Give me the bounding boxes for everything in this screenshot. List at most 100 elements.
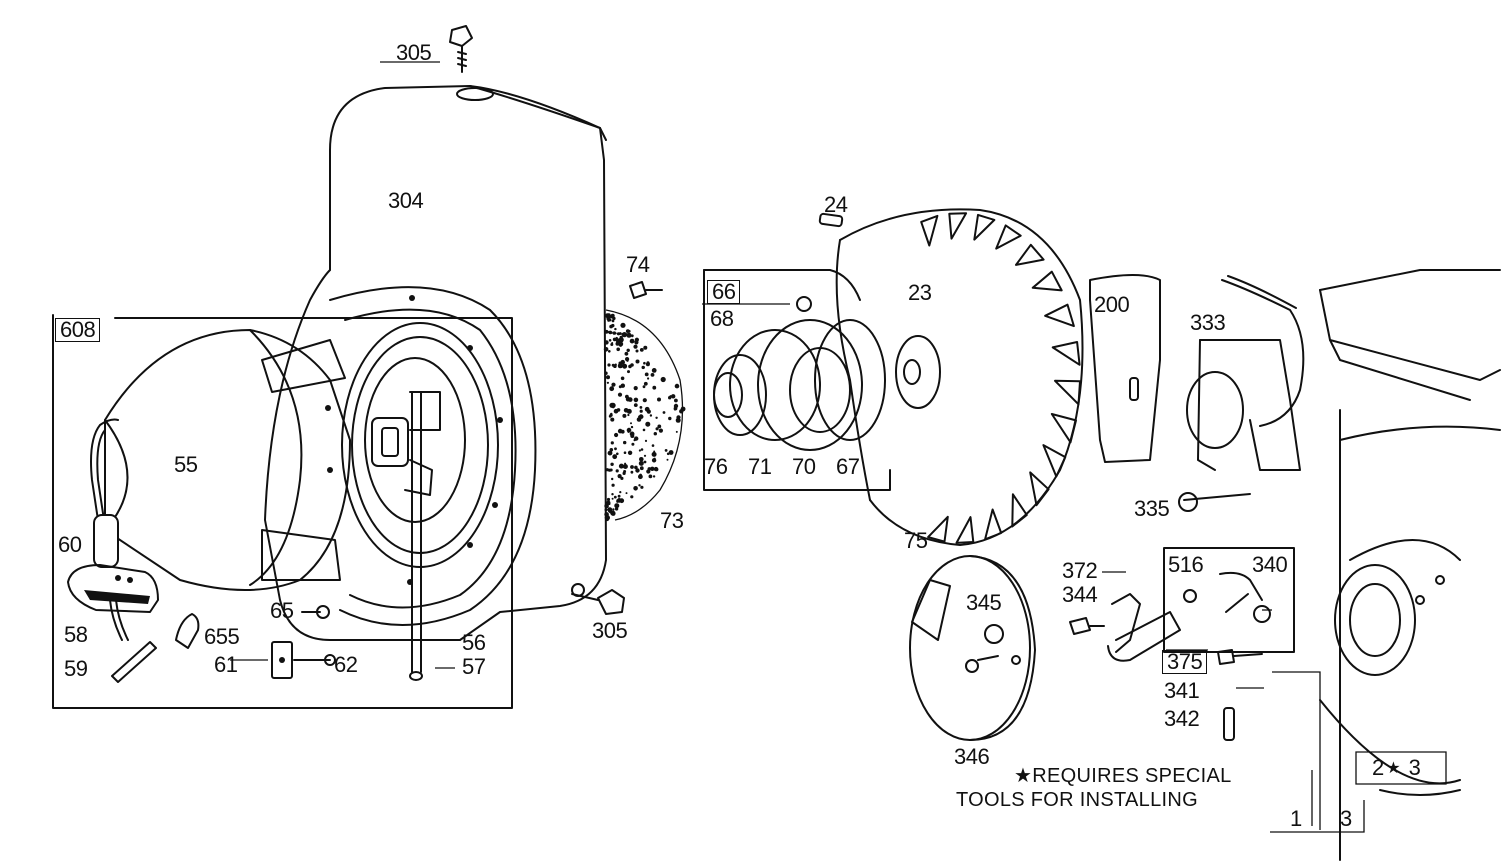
screen-mesh-dot <box>618 333 621 335</box>
screen-mesh-dot <box>652 385 657 390</box>
label-58: 58 <box>64 622 88 647</box>
screen-mesh-dot <box>633 486 638 491</box>
screen-mesh-dot <box>623 440 627 445</box>
screen-mesh-dot <box>673 403 679 409</box>
screen-mesh-dot <box>666 452 670 456</box>
screen-mesh-dot <box>610 441 614 445</box>
screen-mesh-dot <box>626 348 630 352</box>
label-61: 61 <box>214 652 238 677</box>
screen-mesh-dot <box>622 363 628 369</box>
screen-mesh-dot <box>613 495 617 499</box>
pulley-box-66 <box>703 269 891 491</box>
screen-mesh-dot <box>614 337 619 342</box>
screen-mesh-dot <box>611 483 615 487</box>
label-55: 55 <box>174 452 198 477</box>
screen-mesh-dot <box>639 466 644 471</box>
screen-mesh-dot <box>607 314 612 319</box>
screen-mesh-dot <box>605 468 610 472</box>
screen-mesh-dot <box>644 372 649 377</box>
flywheel-fin <box>948 212 968 240</box>
brake-disc-345 <box>909 555 1036 741</box>
label-304: 304 <box>388 188 424 213</box>
screen-mesh-dot <box>662 411 666 414</box>
star-symbol: ★ <box>1386 760 1401 777</box>
screen-mesh-dot <box>628 364 632 369</box>
screen-mesh-dot <box>617 392 623 397</box>
screen-mesh-dot <box>625 492 628 495</box>
label-372: 372 <box>1062 558 1098 583</box>
screen-mesh-dot <box>645 421 651 427</box>
screen-mesh-dot <box>612 317 615 320</box>
label-335: 335 <box>1134 496 1170 521</box>
screen-mesh-dot <box>657 397 661 402</box>
screen-mesh-dot <box>643 345 648 350</box>
armature-333 <box>1178 275 1305 512</box>
screen-mesh-dot <box>618 463 624 469</box>
screen-mesh-dot <box>627 329 631 333</box>
screen-mesh-dot <box>608 350 611 353</box>
screen-mesh-dot <box>639 457 644 462</box>
screen-mesh-dot <box>610 462 614 466</box>
screen-mesh-dot <box>621 332 628 338</box>
flywheel-fin <box>1031 270 1063 292</box>
screen-mesh-dot <box>651 444 655 447</box>
flywheel-fin <box>1051 341 1081 366</box>
screen-mesh-dot <box>617 428 623 434</box>
screen-mesh-dot <box>615 341 620 346</box>
screen-mesh-dot <box>606 381 610 384</box>
screen-mesh-dot <box>624 351 629 356</box>
screen-mesh-dot <box>640 448 644 451</box>
screen-mesh-dot <box>660 376 666 383</box>
screen-mesh-dot <box>651 458 657 463</box>
screen-mesh-dot <box>607 363 611 367</box>
screen-mesh-dot <box>651 451 657 457</box>
screen-mesh-dot <box>609 510 612 514</box>
screen-mesh-dot <box>606 330 610 334</box>
screen-mesh-dot <box>611 497 614 500</box>
label-71: 71 <box>748 454 772 479</box>
screen-mesh-dot <box>643 454 647 457</box>
screen-mesh-dot <box>618 361 622 365</box>
screen-mesh-dot <box>633 397 639 403</box>
bolt-305-top <box>449 25 473 73</box>
label-62: 62 <box>334 652 358 677</box>
flywheel-23 <box>818 208 1084 546</box>
screen-mesh-dot <box>649 414 653 417</box>
screen-mesh-dot <box>614 327 617 331</box>
label-65: 65 <box>270 598 294 623</box>
label-56: 56 <box>462 630 486 655</box>
screen-mesh-dot <box>653 466 659 472</box>
screen-mesh-dot <box>606 497 611 502</box>
screen-mesh-dot <box>675 430 678 433</box>
screen-mesh-dot <box>629 431 635 437</box>
screen-mesh-dot <box>634 340 639 345</box>
bolt-305-bottom <box>571 589 625 615</box>
label-24: 24 <box>824 192 848 217</box>
flywheel-fin <box>1011 493 1028 528</box>
screen-mesh-dot <box>611 319 615 323</box>
screen-mesh-dot <box>642 398 647 403</box>
screen-mesh-dot <box>604 340 609 345</box>
label-2-star-3: 2 ★ 3 <box>1372 754 1421 782</box>
blower-housing-304 <box>264 85 607 641</box>
screen-mesh-dot <box>604 503 609 509</box>
label-305-top: 305 <box>396 40 432 65</box>
flywheel-fin <box>1042 444 1067 478</box>
screen-mesh-dot <box>633 386 638 391</box>
screen-mesh-dot <box>630 422 632 425</box>
screen-mesh-dot <box>607 507 613 512</box>
screen-mesh-dot <box>611 477 614 481</box>
screen-mesh-dot <box>610 331 613 334</box>
screen-mesh-dot <box>668 396 672 400</box>
screen-mesh-dot <box>630 470 634 474</box>
screen-mesh-dot <box>644 439 648 442</box>
screen-mesh-dot <box>614 332 617 335</box>
screen-mesh-dot <box>630 425 634 429</box>
screen-mesh-dot <box>604 508 608 512</box>
screen-mesh-dot <box>620 322 626 328</box>
label-57: 57 <box>462 654 486 679</box>
flywheel-fin <box>927 515 949 543</box>
label-1: 1 <box>1290 806 1302 831</box>
screen-mesh-dot <box>675 417 681 423</box>
